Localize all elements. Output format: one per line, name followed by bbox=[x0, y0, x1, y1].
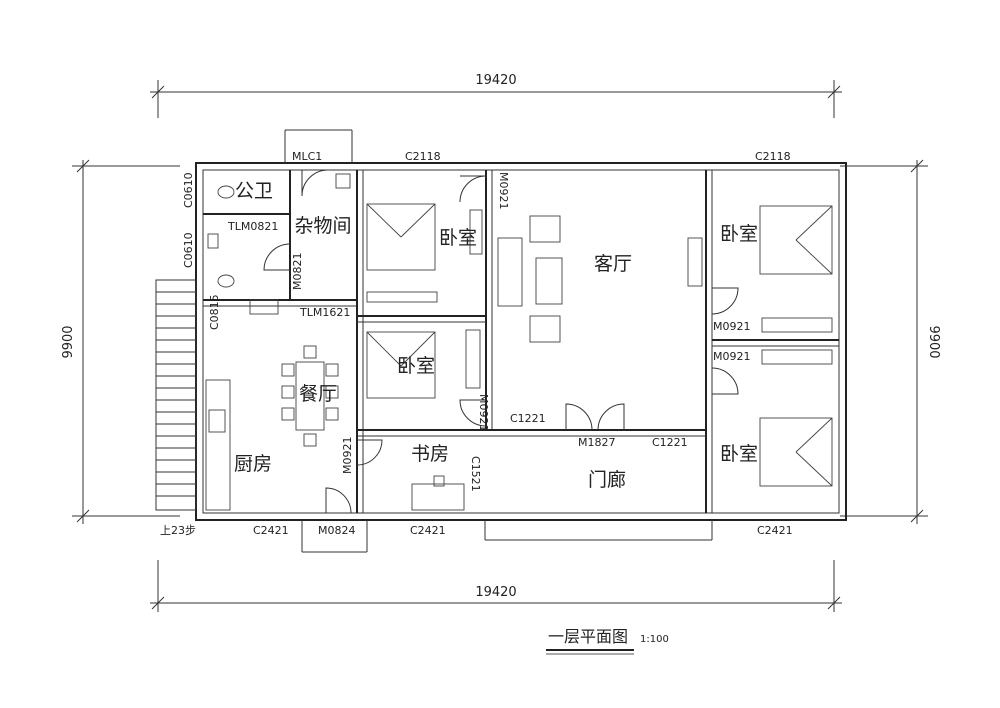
room-living: 客厅 bbox=[594, 253, 632, 275]
dimension-lines bbox=[72, 80, 928, 612]
walls bbox=[195, 129, 847, 553]
label-c0610-mid: C0610 bbox=[182, 232, 195, 268]
dim-bottom: 19420 bbox=[475, 585, 516, 600]
dim-top: 19420 bbox=[475, 73, 516, 88]
room-bedroom-d: 卧室 bbox=[397, 355, 435, 377]
label-m0921-study-top: M0921 bbox=[477, 394, 490, 432]
label-m0824: M0824 bbox=[318, 524, 356, 537]
label-m0921-kitchen: M0921 bbox=[341, 437, 354, 475]
plan-scale: 1:100 bbox=[640, 634, 669, 645]
room-porch: 门廊 bbox=[588, 469, 626, 491]
label-c2118-left: C2118 bbox=[405, 150, 441, 163]
label-c2421-right: C2421 bbox=[757, 524, 793, 537]
furniture bbox=[205, 173, 833, 511]
room-bedroom-a: 卧室 bbox=[439, 227, 477, 249]
room-kitchen: 厨房 bbox=[234, 453, 272, 475]
exterior-stairs bbox=[155, 279, 197, 511]
label-m0821-storage: M0821 bbox=[291, 253, 304, 291]
room-study: 书房 bbox=[411, 443, 449, 465]
room-bedroom-c: 卧室 bbox=[720, 443, 758, 465]
dim-left: 9900 bbox=[61, 325, 76, 358]
label-tlm1621: TLM1621 bbox=[299, 306, 350, 319]
label-c1521: C1521 bbox=[469, 456, 482, 492]
stairs-note: 上23步 bbox=[160, 524, 196, 537]
label-tlm0821: TLM0821 bbox=[227, 220, 278, 233]
room-dining: 餐厅 bbox=[299, 383, 337, 405]
doors bbox=[263, 169, 739, 514]
label-c1221-left: C1221 bbox=[510, 412, 546, 425]
room-storage: 杂物间 bbox=[294, 215, 351, 237]
label-c2421-kitchen: C2421 bbox=[253, 524, 289, 537]
label-c2118-right: C2118 bbox=[755, 150, 791, 163]
label-mlc1: MLC1 bbox=[292, 150, 322, 163]
label-m0921-right-top: M0921 bbox=[713, 320, 751, 333]
plan-title: 一层平面图 bbox=[548, 627, 628, 646]
label-m0921-a: M0921 bbox=[497, 172, 510, 210]
label-c0610-top: C0610 bbox=[182, 172, 195, 208]
label-m0921-right-bottom: M0921 bbox=[713, 350, 751, 363]
label-c0815: C0815 bbox=[208, 294, 221, 330]
dim-right: 9900 bbox=[926, 325, 941, 358]
room-bedroom-b: 卧室 bbox=[720, 223, 758, 245]
room-public-toilet: 公卫 bbox=[235, 180, 273, 202]
label-c2421-study: C2421 bbox=[410, 524, 446, 537]
label-c1221-right: C1221 bbox=[652, 436, 688, 449]
label-m1827: M1827 bbox=[578, 436, 616, 449]
